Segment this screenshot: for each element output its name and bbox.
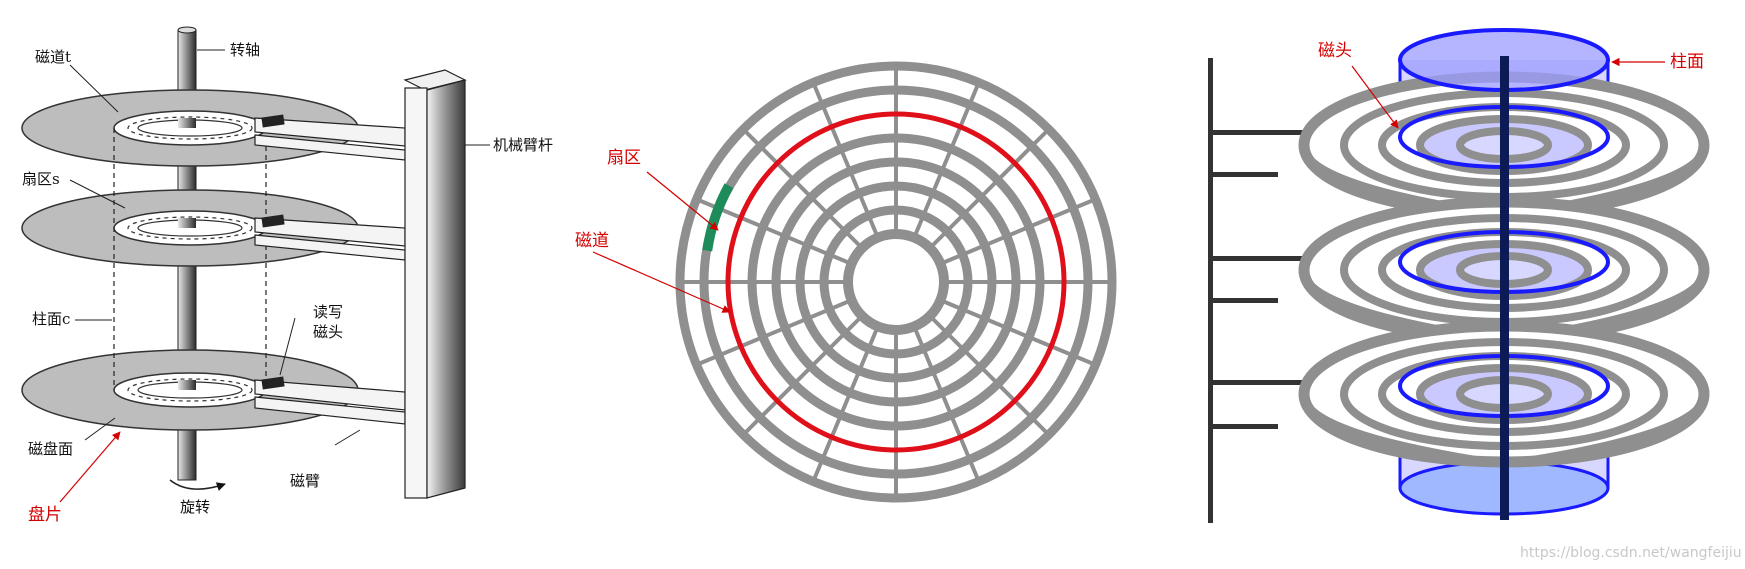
rotation-arrow [169, 479, 226, 491]
label-rw-head-2: 磁头 [313, 323, 343, 341]
arm-rod [403, 69, 467, 499]
actuator-bar [1208, 58, 1213, 523]
right-spindle [1500, 56, 1509, 520]
highlight-sector [702, 183, 734, 252]
left-disk-diagram: 转轴 磁道t 机械臂杆 扇区s 柱面c 读写 磁头 磁盘面 磁臂 旋转 盘片 [21, 26, 553, 525]
label-track: 磁道 [575, 231, 609, 251]
label-sector-s: 扇区s [22, 170, 60, 188]
label-track-t: 磁道t [35, 48, 71, 66]
label-arm-rod: 机械臂杆 [493, 136, 553, 154]
label-cylinder: 柱面 [1670, 52, 1704, 72]
highlight-track [725, 111, 1067, 453]
label-cylinder-c: 柱面c [32, 310, 70, 328]
label-surface: 磁盘面 [28, 440, 73, 458]
label-rw-head-1: 读写 [313, 303, 343, 321]
label-arm: 磁臂 [290, 472, 320, 490]
rw-head-3 [261, 376, 285, 390]
middle-disk-diagram: 扇区 磁道 [575, 61, 1117, 503]
actuator-arms [1208, 130, 1390, 429]
label-platter: 盘片 [28, 505, 62, 525]
rw-head-2 [261, 214, 285, 228]
sector-dividers [680, 66, 1112, 498]
watermark: https://blog.csdn.net/wangfeijiu [1520, 545, 1742, 561]
hub-ring [843, 229, 949, 335]
right-disk-diagram: 磁头 柱面 [1208, 28, 1710, 523]
label-sector: 扇区 [607, 148, 641, 168]
rw-head-1 [261, 114, 285, 128]
label-spindle: 转轴 [230, 41, 260, 59]
label-rotation: 旋转 [180, 498, 210, 516]
label-head: 磁头 [1318, 41, 1352, 61]
